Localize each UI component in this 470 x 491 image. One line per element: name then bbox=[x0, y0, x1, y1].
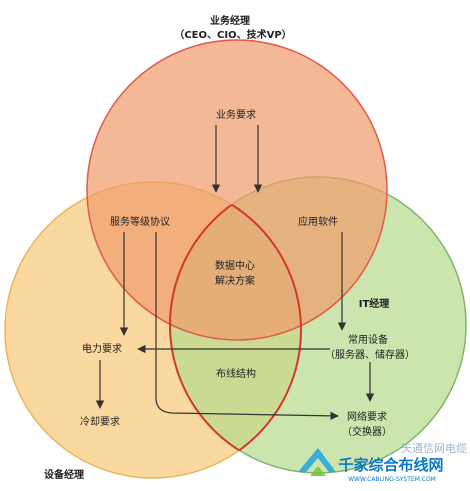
power-requirements-label: 电力要求 bbox=[82, 342, 122, 355]
sla-label: 服务等级协议 bbox=[110, 215, 170, 228]
business-requirements-label: 业务要求 bbox=[216, 108, 256, 121]
common-equipment-label-2: （服务器、储存器） bbox=[325, 348, 415, 361]
datacenter-solution-label-2: 解决方案 bbox=[215, 274, 255, 287]
center-lens bbox=[170, 181, 302, 473]
business-manager-circle bbox=[86, 39, 388, 341]
business-manager-title: 业务经理 bbox=[210, 14, 250, 27]
network-requirements-label-2: （交换器） bbox=[342, 425, 392, 438]
cooling-requirements-label: 冷却要求 bbox=[80, 415, 120, 428]
center-lens-b bbox=[169, 182, 301, 474]
watermark-logo-icon bbox=[298, 448, 336, 472]
watermark-line1: 天通信网电缆 bbox=[401, 442, 467, 455]
cabling-structure-label: 布线结构 bbox=[216, 367, 256, 380]
datacenter-solution-label-1: 数据中心 bbox=[215, 259, 255, 272]
watermark-url: WWW.CABLING-SYSTEM.COM bbox=[348, 476, 436, 483]
arrow-sla-to-network bbox=[155, 232, 339, 421]
watermark: 天通信网电缆 千家综合布线网 WWW.CABLING-SYSTEM.COM bbox=[298, 442, 467, 483]
common-equipment-label-1: 常用设备 bbox=[348, 333, 388, 346]
facility-manager-title: 设备经理 bbox=[44, 468, 84, 481]
business-manager-subtitle: （CEO、CIO、技术VP） bbox=[174, 28, 291, 41]
it-manager-title: IT经理 bbox=[359, 297, 390, 310]
application-software-label: 应用软件 bbox=[298, 215, 338, 228]
watermark-brand: 千家综合布线网 bbox=[338, 456, 443, 474]
network-requirements-label-1: 网络要求 bbox=[347, 410, 387, 423]
